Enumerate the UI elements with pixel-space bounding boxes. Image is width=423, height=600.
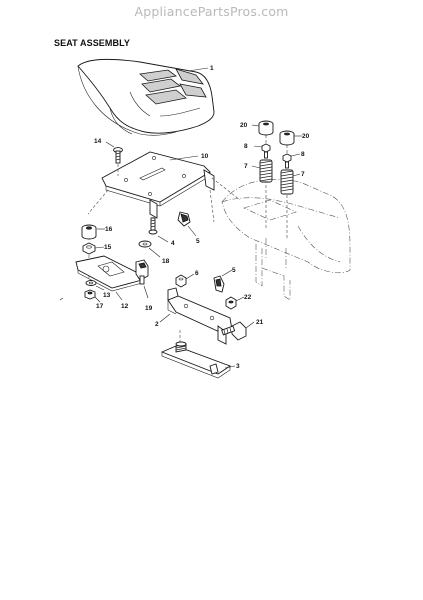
spacer-part[interactable] <box>81 224 97 240</box>
hex-nut-part[interactable] <box>84 289 96 300</box>
callout-13: 13 <box>103 292 111 299</box>
clip-part[interactable] <box>177 211 191 227</box>
callout-10: 10 <box>201 153 209 160</box>
lock-washer-part[interactable] <box>85 280 97 286</box>
callout-20-right: 20 <box>302 133 310 140</box>
callout-4: 4 <box>171 240 175 247</box>
lock-nut-part[interactable] <box>225 296 237 310</box>
callout-5-upper: 5 <box>196 238 200 245</box>
watermark: AppliancePartsPros.com <box>134 4 289 19</box>
bolt-part[interactable] <box>148 217 158 235</box>
diagram-title: SEAT ASSEMBLY <box>54 38 130 48</box>
seat-hinge-bracket-part[interactable] <box>167 287 233 345</box>
clip-part[interactable] <box>213 275 225 293</box>
seat-part[interactable] <box>77 58 215 136</box>
callout-6: 6 <box>195 270 199 277</box>
callout-7-right: 7 <box>301 171 305 178</box>
nut-part[interactable] <box>82 242 96 255</box>
mounting-plate-part[interactable] <box>160 341 231 379</box>
callout-8-right: 8 <box>301 151 305 158</box>
callout-5-middle: 5 <box>232 267 236 274</box>
fender-frame-part[interactable] <box>221 179 351 301</box>
callout-1: 1 <box>210 65 214 72</box>
callout-7-left: 7 <box>244 163 248 170</box>
callout-14: 14 <box>94 138 102 145</box>
callout-3: 3 <box>236 363 240 370</box>
callout-8-left: 8 <box>244 143 248 150</box>
callout-17: 17 <box>96 303 104 310</box>
callout-22: 22 <box>244 294 252 301</box>
bumper-part[interactable] <box>258 120 274 136</box>
screw-part[interactable] <box>261 143 271 159</box>
carriage-bolt-part[interactable] <box>113 147 123 164</box>
callout-20-left: 20 <box>240 122 248 129</box>
spring-part[interactable] <box>280 169 294 195</box>
callout-21: 21 <box>256 319 264 326</box>
slide-plate-part[interactable] <box>75 255 143 292</box>
stray-mark <box>59 297 64 301</box>
bumper-part[interactable] <box>279 130 295 146</box>
shoulder-bolt-part[interactable] <box>221 321 247 341</box>
flange-nut-part[interactable] <box>175 274 187 288</box>
callout-18: 18 <box>162 258 170 265</box>
screw-part[interactable] <box>282 153 292 169</box>
callout-2: 2 <box>155 321 159 328</box>
spring-part[interactable] <box>259 159 273 183</box>
adjustment-knob-part[interactable] <box>135 259 149 285</box>
seat-pan-part[interactable] <box>101 151 215 219</box>
callout-15: 15 <box>104 244 112 251</box>
callout-19: 19 <box>145 305 153 312</box>
washer-part[interactable] <box>138 240 152 248</box>
callout-16: 16 <box>105 226 113 233</box>
callout-12: 12 <box>121 303 129 310</box>
